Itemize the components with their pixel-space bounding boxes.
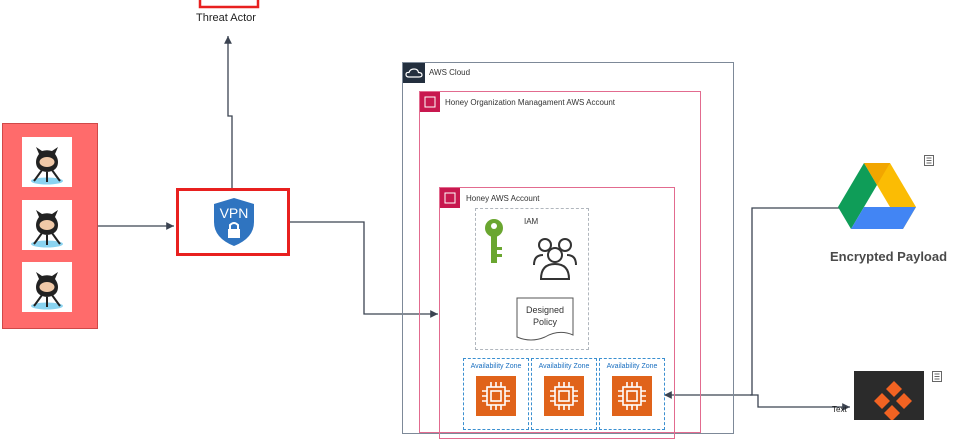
note-icon[interactable] — [932, 371, 942, 382]
github-icon — [22, 262, 72, 312]
github-icon — [22, 200, 72, 250]
ec2-chip-icon — [476, 376, 516, 416]
github-icon — [22, 137, 72, 187]
policy-label-line2: Policy — [532, 317, 557, 327]
iam-key-icon — [485, 219, 503, 263]
google-drive-icon — [838, 163, 916, 229]
users-group-icon — [533, 238, 577, 280]
cloud-icon — [403, 63, 425, 83]
availability-zone-label: Availability Zone — [470, 363, 522, 370]
ec2-chip-icon — [612, 376, 652, 416]
connector-vpn-threat-actor — [224, 36, 233, 188]
iam-group: IAM Designed Policy — [475, 208, 589, 350]
tool-icon — [854, 371, 924, 420]
vpn-label: VPN — [219, 205, 249, 221]
vpn-box: VPN — [176, 188, 290, 256]
note-icon[interactable] — [924, 155, 934, 166]
connector-az-tool — [750, 394, 850, 411]
availability-zone-3: Availability Zone — [599, 358, 665, 430]
threat-actor-icon — [198, 0, 260, 9]
ec2-chip-icon — [544, 376, 584, 416]
availability-zone-label: Availability Zone — [606, 363, 658, 370]
org-account-label: Honey Organization Managament AWS Accoun… — [445, 98, 616, 107]
aws-account-icon — [420, 92, 440, 112]
connector-drive-az — [664, 207, 840, 399]
aws-cloud-label: AWS Cloud — [429, 68, 471, 77]
text-label: Text — [832, 405, 847, 414]
github-accounts-panel — [2, 123, 98, 329]
aws-account-icon — [440, 188, 460, 208]
encrypted-payload-label: Encrypted Payload — [830, 249, 948, 264]
policy-label-line1: Designed — [525, 305, 565, 315]
document-icon — [516, 297, 574, 341]
connector-lines — [97, 36, 850, 411]
connector-vpn-aws — [290, 221, 438, 318]
availability-zone-1: Availability Zone — [463, 358, 529, 430]
availability-zone-label: Availability Zone — [538, 363, 590, 370]
iam-label: IAM — [524, 217, 539, 226]
threat-actor-label: Threat Actor — [196, 12, 256, 24]
availability-zone-2: Availability Zone — [531, 358, 597, 430]
honey-account-label: Honey AWS Account — [466, 194, 540, 203]
vpn-shield-icon — [214, 198, 254, 246]
